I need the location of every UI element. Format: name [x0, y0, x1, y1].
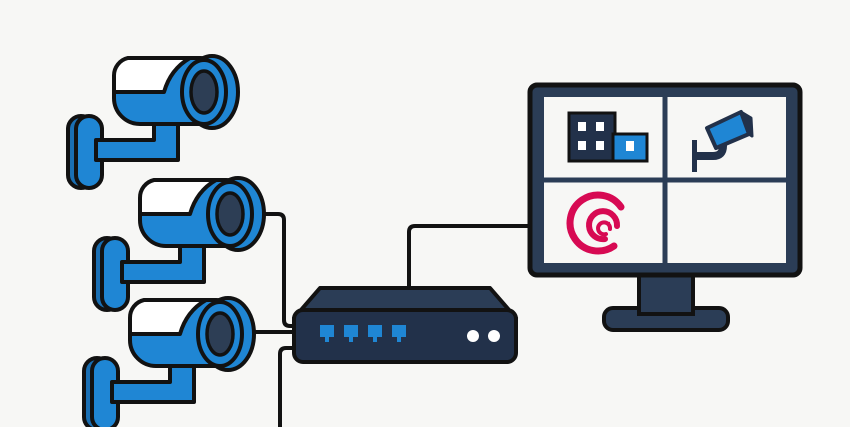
debian-logo-icon: [566, 191, 625, 255]
link-camera-middle-to-nvr: [260, 212, 300, 328]
network-video-recorder[interactable]: [292, 286, 518, 364]
quadrant-top-left[interactable]: [546, 99, 663, 178]
link-nvr-to-extra: [278, 346, 300, 427]
nvr-port[interactable]: [368, 325, 382, 342]
quadrant-bottom-left[interactable]: [546, 182, 663, 261]
nvr-port[interactable]: [344, 325, 358, 342]
quadrant-bottom-right-hit[interactable]: [667, 182, 785, 261]
link-nvr-to-monitor: [407, 224, 532, 294]
quadrant-bottom-right[interactable]: [667, 182, 785, 261]
camera-icon: [692, 110, 754, 172]
monitor-neck: [637, 270, 695, 316]
nvr-port[interactable]: [320, 325, 334, 342]
building-icon: [567, 111, 649, 163]
nvr-led: [488, 330, 500, 342]
nvr-port-group[interactable]: [320, 325, 406, 342]
nvr-port[interactable]: [392, 325, 406, 342]
nvr-led: [467, 330, 479, 342]
surveillance-monitor[interactable]: [527, 82, 803, 332]
cable-group: [250, 212, 532, 427]
quadrant-top-right[interactable]: [667, 99, 785, 178]
